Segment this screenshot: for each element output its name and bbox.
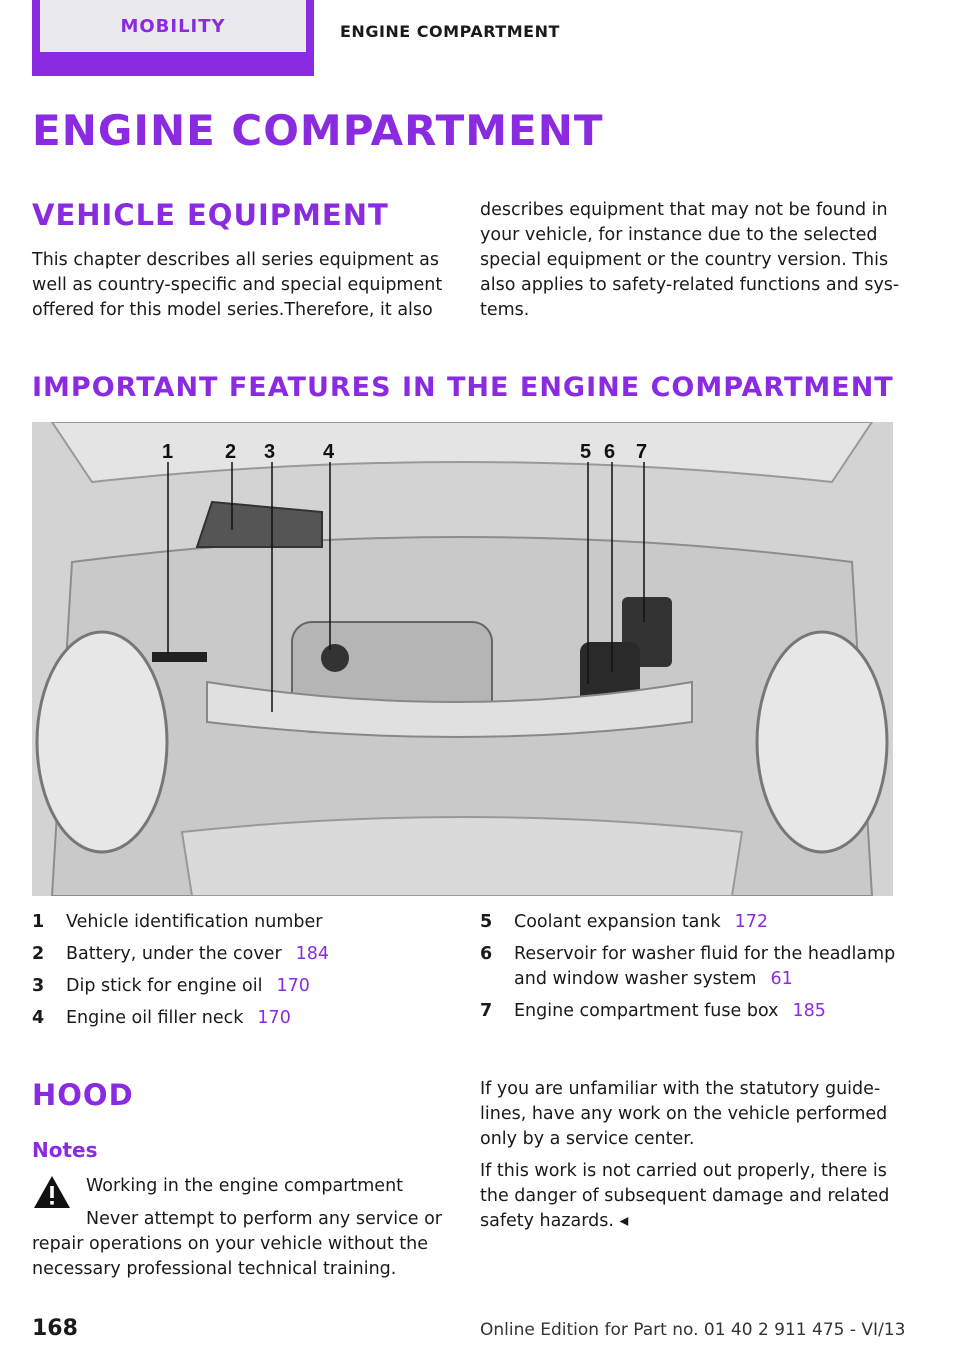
features-legend-left: 1 Vehicle identification number 2 Batter…: [32, 910, 452, 1038]
item-number: 6: [480, 944, 493, 964]
hood-text-right-2: If this work is not carried out properly…: [480, 1159, 910, 1234]
page-reference-link[interactable]: 170: [257, 1008, 291, 1028]
engine-compartment-photo: 1 2 3 4 5 6 7: [32, 422, 893, 896]
chapter-tab-inner: MOBILITY: [40, 0, 306, 52]
text-line: special equipment or the country version…: [480, 250, 889, 270]
callout-4: 4: [323, 441, 335, 463]
text-line: well as country-specific and special equ…: [32, 275, 443, 295]
hood-text-right-1: If you are unfamiliar with the statutory…: [480, 1077, 910, 1152]
engine-compartment-illustration: 1 2 3 4 5 6 7: [32, 422, 893, 896]
item-text: Vehicle identification number: [66, 912, 323, 932]
features-legend-right: 5 Coolant expansion tank 172 6 Reservoir …: [480, 910, 920, 1031]
callout-6: 6: [604, 441, 615, 463]
hood-heading: HOOD: [32, 1078, 134, 1112]
text-line: also applies to safety-related functions…: [480, 275, 900, 295]
item-text-continued: and window washer system: [514, 969, 757, 989]
chapter-tab-label: MOBILITY: [120, 15, 226, 37]
item-text: Battery, under the cover: [66, 944, 282, 964]
item-number: 5: [480, 912, 493, 932]
page-reference-link[interactable]: 185: [792, 1001, 826, 1021]
item-number: 4: [32, 1008, 45, 1028]
running-header: ENGINE COMPARTMENT: [340, 22, 560, 41]
text-line: repair operations on your vehicle withou…: [32, 1234, 428, 1254]
vehicle-equipment-text-left: This chapter describes all series equipm…: [32, 248, 452, 323]
notes-heading: Notes: [32, 1138, 98, 1162]
callout-1: 1: [162, 441, 173, 463]
text-line: lines, have any work on the vehicle perf…: [480, 1104, 888, 1124]
text-line: If you are unfamiliar with the statutory…: [480, 1079, 881, 1099]
page-reference-link[interactable]: 172: [734, 912, 769, 932]
warning-title: Working in the engine compartment: [86, 1176, 404, 1196]
text-line: offered for this model series.Therefore,…: [32, 300, 433, 320]
chapter-tab[interactable]: MOBILITY: [32, 0, 314, 76]
page-reference-link[interactable]: 170: [276, 976, 310, 996]
list-item: 2 Battery, under the cover 184: [32, 942, 452, 967]
callout-5: 5: [580, 441, 591, 463]
text-line: describes equipment that may not be foun…: [480, 200, 888, 220]
item-text: Engine oil filler neck: [66, 1008, 244, 1028]
item-text: Coolant expansion tank: [514, 912, 721, 932]
item-text: Engine compartment fuse box: [514, 1001, 779, 1021]
edition-footer: Online Edition for Part no. 01 40 2 911 …: [480, 1320, 906, 1340]
callout-3: 3: [264, 441, 275, 463]
item-number: 1: [32, 912, 45, 932]
page-reference-link[interactable]: 61: [770, 969, 793, 989]
list-item: 1 Vehicle identification number: [32, 910, 452, 935]
vehicle-equipment-text-right: describes equipment that may not be foun…: [480, 198, 910, 323]
text-line: Never attempt to perform any service or: [86, 1209, 442, 1229]
list-item: 3 Dip stick for engine oil 170: [32, 974, 452, 999]
callout-7: 7: [636, 441, 647, 463]
text-line: tems.: [480, 300, 530, 320]
page-number: 168: [32, 1316, 78, 1341]
item-number: 7: [480, 1001, 493, 1021]
features-heading: IMPORTANT FEATURES IN THE ENGINE COMPART…: [32, 372, 894, 403]
page-reference-link[interactable]: 184: [295, 944, 330, 964]
text-line: This chapter describes all series equipm…: [32, 250, 439, 270]
item-number: 3: [32, 976, 45, 996]
warning-icon: [34, 1176, 70, 1208]
item-text: Dip stick for engine oil: [66, 976, 263, 996]
text-line: only by a service center.: [480, 1129, 695, 1149]
text-line: necessary professional technical trainin…: [32, 1259, 397, 1279]
list-item: 4 Engine oil filler neck 170: [32, 1006, 452, 1031]
vehicle-equipment-heading: VEHICLE EQUIPMENT: [32, 198, 389, 232]
list-item: 6 Reservoir for washer fluid for the hea…: [480, 942, 920, 992]
text-line: If this work is not carried out properly…: [480, 1161, 887, 1181]
list-item: 7 Engine compartment fuse box 185: [480, 999, 920, 1024]
text-line: your vehicle, for instance due to the se…: [480, 225, 878, 245]
item-number: 2: [32, 944, 45, 964]
page-title: ENGINE COMPARTMENT: [32, 106, 604, 155]
text-line: the danger of subsequent damage and rela…: [480, 1186, 890, 1206]
warning-text: Never attempt to perform any service or …: [32, 1207, 462, 1282]
callout-2: 2: [225, 441, 236, 463]
item-text: Reservoir for washer fluid for the headl…: [514, 944, 896, 964]
list-item: 5 Coolant expansion tank 172: [480, 910, 920, 935]
text-line: safety hazards. ◂: [480, 1211, 629, 1231]
